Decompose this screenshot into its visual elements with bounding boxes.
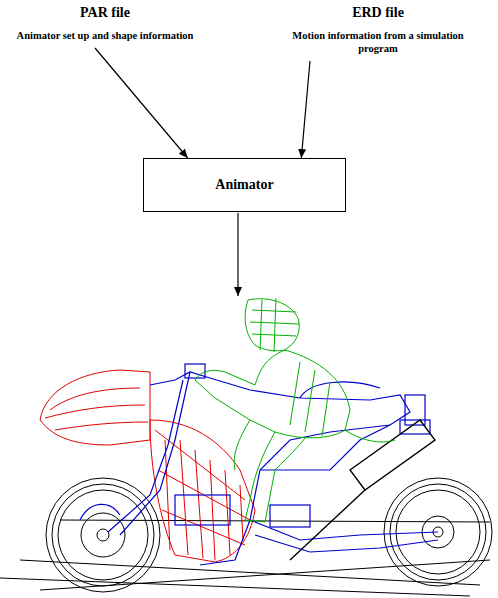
frame	[80, 364, 438, 565]
file-description: Animator set up and shape information	[5, 29, 205, 42]
input-arrow	[301, 61, 310, 158]
file-name: ERD file	[278, 4, 478, 21]
output-arrow	[237, 213, 238, 296]
source-file-label: ERD fileMotion information from a simula…	[278, 4, 478, 55]
ground-lines	[0, 520, 490, 596]
suspension	[290, 420, 435, 560]
file-name: PAR file	[5, 4, 205, 21]
rider	[195, 298, 395, 522]
process-box: Animator	[143, 158, 346, 212]
front-wheel	[46, 478, 160, 592]
file-description: Motion information from a simulation pro…	[278, 29, 478, 55]
input-arrow	[95, 48, 188, 158]
box-label: Animator	[215, 177, 273, 193]
fairing	[40, 370, 255, 562]
source-file-label: PAR fileAnimator set up and shape inform…	[5, 4, 205, 42]
